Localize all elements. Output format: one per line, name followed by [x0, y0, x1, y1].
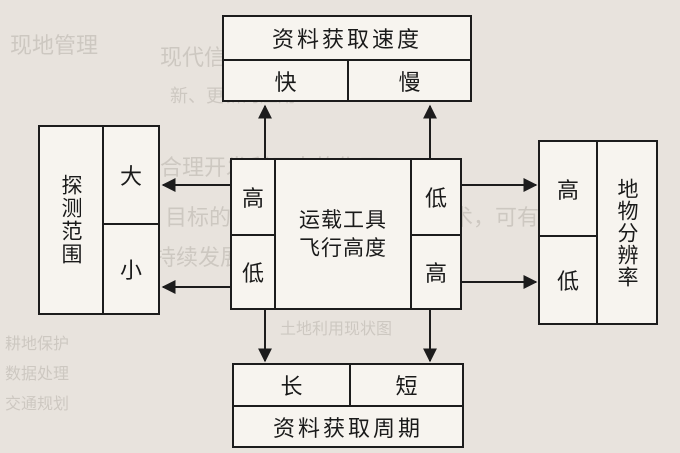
divider — [596, 142, 598, 323]
divider — [274, 160, 276, 308]
cycle-title: 资料获取周期 — [272, 416, 423, 442]
speed-fast: 快 — [274, 70, 297, 96]
altitude-right-low: 低 — [424, 187, 447, 212]
resolution-box: 高 低 地物分辨率 — [538, 140, 658, 325]
range-box: 探测范围 大 小 — [38, 125, 160, 315]
range-large: 大 — [119, 165, 142, 190]
resolution-high: 高 — [556, 178, 579, 204]
speed-slow: 慢 — [398, 70, 421, 96]
altitude-left-low: 低 — [241, 262, 264, 287]
divider — [347, 59, 349, 100]
range-label: 探测范围 — [59, 174, 83, 266]
divider — [349, 365, 351, 405]
divider — [234, 405, 462, 407]
divider — [540, 235, 596, 237]
altitude-title: 运载工具 飞行高度 — [276, 160, 410, 308]
altitude-title-line2: 飞行高度 — [299, 236, 387, 260]
speed-box: 资料获取速度 快 慢 — [222, 15, 472, 102]
range-small: 小 — [119, 259, 142, 284]
altitude-left-high: 高 — [241, 187, 264, 212]
speed-title: 资料获取速度 — [271, 28, 422, 53]
cycle-box: 长 短 资料获取周期 — [232, 363, 464, 448]
divider — [412, 234, 460, 236]
divider — [102, 127, 104, 313]
cycle-long: 长 — [280, 375, 303, 400]
resolution-low: 低 — [556, 270, 579, 295]
divider — [410, 160, 412, 308]
cycle-short: 短 — [395, 375, 418, 400]
altitude-title-line1: 运载工具 — [299, 208, 387, 232]
divider — [232, 234, 274, 236]
resolution-label: 地物分辨率 — [615, 177, 639, 288]
altitude-right-high: 高 — [424, 262, 447, 287]
divider — [104, 223, 158, 225]
altitude-box: 高 低 运载工具 飞行高度 低 高 — [230, 158, 462, 310]
